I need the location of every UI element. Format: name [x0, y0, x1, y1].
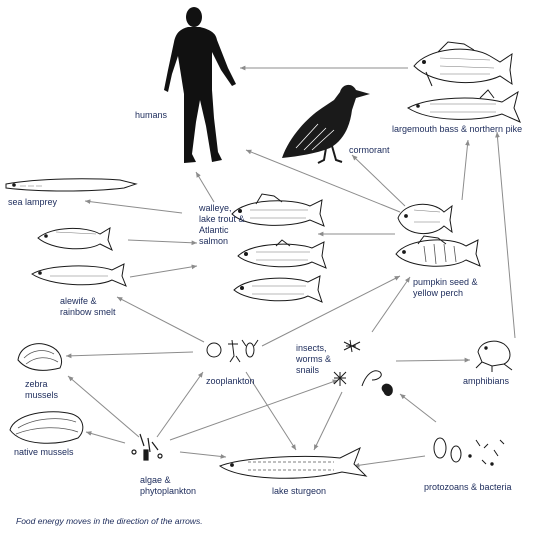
arrow-zooplankton-to-alewife — [116, 296, 205, 343]
yellow-perch-icon — [395, 235, 481, 267]
label-humans: humans — [135, 110, 168, 120]
native-mussels-icon — [9, 411, 84, 444]
label-cormorant: cormorant — [349, 145, 390, 155]
arrow-algae-to-zooplankton — [156, 371, 204, 438]
pumpkinseed-icon — [397, 203, 453, 235]
arrow-zooplankton-to-perch — [261, 275, 401, 347]
label-zebra-mussels: zebra mussels — [25, 379, 59, 400]
rainbow-smelt-icon — [31, 263, 127, 287]
arrow-algae-to-zebra — [67, 375, 140, 438]
zooplankton-icon — [206, 339, 259, 363]
insects-worms-snails-icon — [333, 339, 393, 396]
label-algae: algae & phytoplankton — [140, 475, 197, 496]
largemouth-bass-icon — [413, 41, 513, 87]
label-zooplankton: zooplankton — [206, 376, 255, 386]
arrow-algae-to-sturgeon — [179, 451, 227, 459]
arrow-alewife-to-walleye-2 — [129, 264, 198, 278]
arrow-walleye-to-humans — [195, 171, 215, 203]
arrow-alewife-to-walleye-1 — [127, 239, 198, 246]
arrow-insects-to-perch — [371, 276, 411, 333]
label-amphibians: amphibians — [463, 376, 510, 386]
arrow-zooplankton-to-sturgeon — [245, 371, 297, 451]
arrow-protozoans-to-insects — [399, 393, 437, 423]
arrow-amphibians-to-bass — [495, 131, 516, 339]
arrow-walleye-to-lamprey — [84, 199, 183, 214]
arrow-perch-to-cormorant — [351, 154, 406, 207]
label-pumpkinseed: pumpkin seed & yellow perch — [413, 277, 478, 298]
label-alewife: alewife & rainbow smelt — [60, 296, 116, 317]
arrow-algae-to-native — [85, 431, 126, 444]
lake-trout-icon — [237, 239, 327, 269]
caption: Food energy moves in the direction of th… — [16, 516, 203, 526]
label-insects: insects, worms & snails — [296, 343, 332, 375]
northern-pike-icon — [407, 89, 521, 123]
zebra-mussels-icon — [17, 343, 63, 371]
label-walleye: walleye, lake trout & Atlantic salmon — [199, 203, 245, 246]
arrow-insects-to-amphibians — [395, 357, 471, 363]
protozoans-bacteria-icon — [433, 437, 505, 466]
label-sea-lamprey: sea lamprey — [8, 197, 58, 207]
cormorant-icon — [282, 84, 370, 164]
sea-lamprey-icon — [5, 178, 138, 192]
arrow-insects-to-sturgeon — [313, 391, 343, 451]
arrow-zooplankton-to-zebra — [65, 351, 194, 359]
arrow-perch-to-humans — [245, 149, 401, 213]
label-protozoans: protozoans & bacteria — [424, 482, 512, 492]
arrow-algae-to-insects — [169, 379, 339, 441]
arrow-perch-to-bass — [461, 139, 470, 201]
walleye-icon — [231, 193, 325, 227]
atlantic-salmon-icon — [233, 275, 323, 303]
label-lake-sturgeon: lake sturgeon — [272, 486, 327, 496]
frog-icon — [475, 340, 513, 372]
arrows — [65, 65, 516, 468]
label-bass-pike: largemouth bass & northern pike — [392, 124, 523, 134]
arrow-protozoans-to-sturgeon — [353, 455, 426, 468]
label-native-mussels: native mussels — [14, 447, 74, 457]
lake-sturgeon-icon — [218, 446, 368, 479]
algae-icon — [131, 433, 163, 461]
human-silhouette-icon — [164, 7, 236, 163]
alewife-icon — [37, 227, 113, 252]
